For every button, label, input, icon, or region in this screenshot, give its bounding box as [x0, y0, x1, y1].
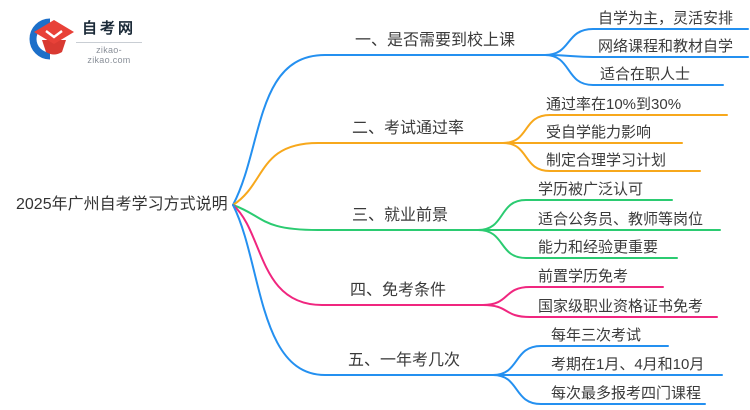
branch-2-line: [232, 142, 504, 206]
branch-5-child-1: 每年三次考试: [551, 327, 642, 344]
branch-3-child-1-line: [477, 199, 673, 231]
branch-2-child-1-line: [502, 114, 728, 144]
branch-2-child-3-line: [502, 142, 701, 172]
branch-4-child-2: 国家级职业资格证书免考: [538, 298, 704, 315]
branch-node-2: 二、考试通过率: [352, 120, 465, 137]
branch-5-child-3-line: [492, 374, 706, 405]
branch-node-1: 一、是否需要到校上课: [355, 32, 516, 49]
branch-1-child-2-line: [544, 54, 749, 58]
site-logo: 自考网 zikao-zikao.com: [24, 14, 144, 65]
branch-3-line: [232, 204, 479, 231]
branch-5-child-3: 每次最多报考四门课程: [551, 385, 702, 402]
branch-3-child-3-line: [477, 229, 678, 259]
branch-node-4: 四、免考条件: [350, 282, 447, 299]
logo-divider: [76, 42, 142, 43]
logo-domain: zikao-zikao.com: [87, 45, 131, 65]
branch-3-child-3: 能力和经验更重要: [538, 239, 659, 256]
graduation-cap-icon: [29, 18, 74, 60]
branch-2-child-3: 制定合理学习计划: [546, 152, 667, 169]
root-node: 2025年广州自考学习方式说明: [16, 196, 228, 213]
branch-node-5: 五、一年考几次: [348, 352, 461, 369]
branch-3-child-1: 学历被广泛认可: [538, 181, 644, 198]
logo-title: 自考网: [81, 20, 136, 37]
branch-2-child-1: 通过率在10%到30%: [546, 96, 682, 113]
branch-4-child-2-line: [482, 304, 718, 318]
branch-5-child-2: 考期在1月、4月和10月: [551, 356, 705, 373]
branch-1-child-3-line: [544, 54, 724, 86]
branch-1-line: [232, 54, 546, 206]
branch-4-child-1-line: [482, 286, 664, 306]
branch-4-line: [232, 204, 484, 306]
branch-1-child-1-line: [544, 28, 749, 56]
branch-2-child-2: 受自学能力影响: [546, 124, 652, 141]
branch-5-child-1-line: [492, 345, 669, 376]
branch-node-3: 三、就业前景: [352, 207, 449, 224]
branch-1-child-3: 适合在职人士: [600, 66, 691, 83]
branch-1-child-1: 自学为主，灵活安排: [598, 10, 734, 27]
branch-4-child-1: 前置学历免考: [538, 268, 629, 285]
branch-1-child-2: 网络课程和教材自学: [598, 38, 734, 55]
branch-5-line: [232, 204, 494, 376]
branch-3-child-2: 适合公务员、教师等岗位: [538, 211, 704, 228]
